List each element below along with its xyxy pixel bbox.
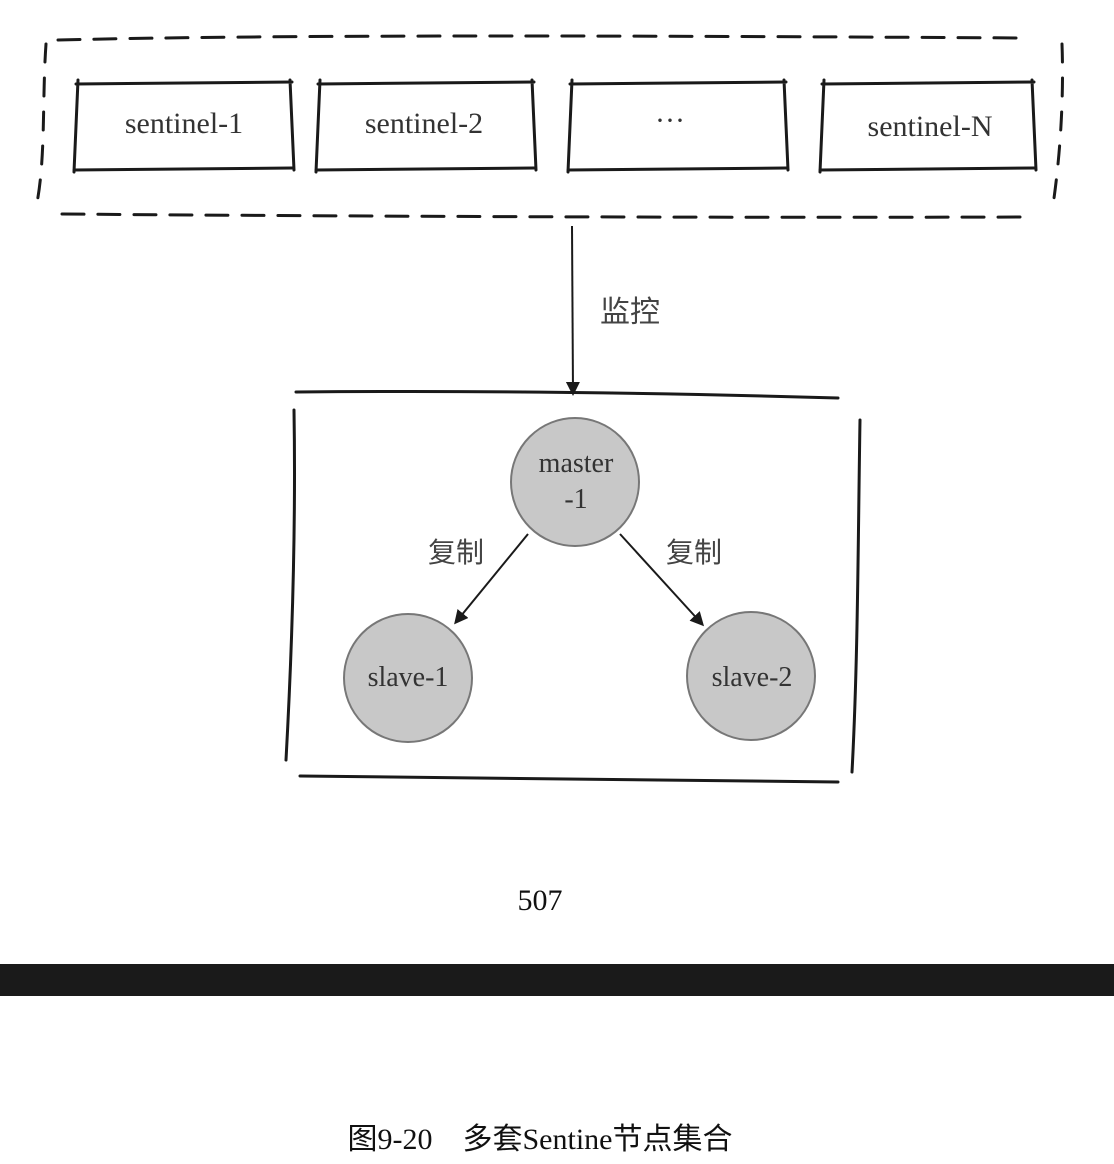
master-label-line1: master — [539, 448, 614, 479]
replication-arrow-2 — [619, 533, 705, 627]
sentinel-label-n: sentinel-N — [868, 110, 993, 143]
page-number: 507 — [517, 884, 563, 917]
replication-arrow-1 — [454, 533, 529, 625]
sentinel-label-1: sentinel-1 — [125, 107, 243, 140]
sentinel-group-boundary — [34, 34, 1065, 219]
sentinel-box-1: sentinel-1 — [72, 78, 296, 174]
slave-node-2: slave-2 — [686, 611, 816, 741]
figure-caption: 图9-20 多套Sentine节点集合 — [347, 1123, 733, 1156]
sentinel-box-n: sentinel-N — [818, 78, 1038, 174]
replication-group-boundary — [284, 389, 862, 784]
divider-bar — [0, 964, 1114, 996]
master-label-line2: -1 — [564, 484, 587, 515]
master-node: master -1 — [510, 417, 640, 547]
sentinel-label-2: sentinel-2 — [365, 107, 483, 140]
slave-node-1: slave-1 — [343, 613, 473, 743]
monitor-arrow — [565, 225, 580, 396]
monitor-label: 监控 — [600, 295, 660, 330]
replication-label-1: 复制 — [428, 536, 484, 569]
replication-label-2: 复制 — [666, 536, 722, 569]
sentinel-label-ellipsis: ··· — [655, 104, 685, 137]
sentinel-box-ellipsis: ··· — [566, 78, 790, 174]
slave-label-2: slave-2 — [712, 662, 793, 693]
slave-label-1: slave-1 — [368, 662, 449, 693]
sentinel-box-2: sentinel-2 — [314, 78, 538, 174]
